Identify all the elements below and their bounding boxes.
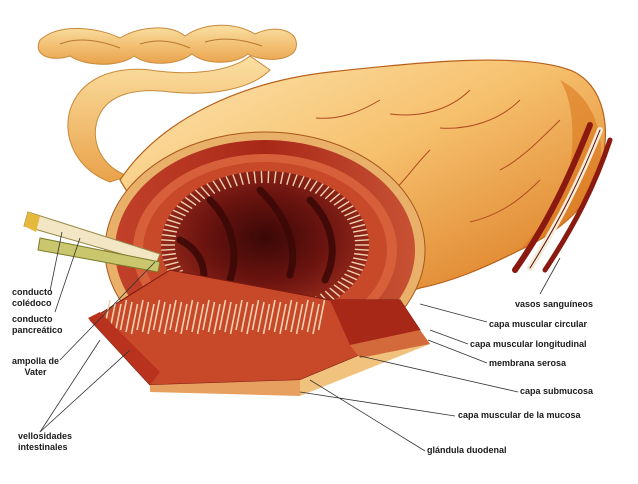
label-glandula-duodenal: glándula duodenal bbox=[427, 445, 507, 456]
label-capa-muscular-circular: capa muscular circular bbox=[489, 319, 587, 330]
label-line: vellosidades bbox=[18, 431, 72, 442]
label-conducto-pancreatico: conducto pancreático bbox=[12, 314, 63, 336]
label-vellosidades-intestinales: vellosidades intestinales bbox=[18, 431, 72, 453]
label-capa-submucosa: capa submucosa bbox=[520, 386, 593, 397]
label-line: Vater bbox=[12, 367, 59, 378]
label-line: pancreático bbox=[12, 325, 63, 336]
label-ampolla-de-vater: ampolla de Vater bbox=[12, 356, 59, 378]
label-membrana-serosa: membrana serosa bbox=[489, 358, 566, 369]
label-capa-muscular-longitudinal: capa muscular longitudinal bbox=[470, 339, 587, 350]
villus bbox=[355, 240, 369, 241]
label-vasos-sanguineos: vasos sanguíneos bbox=[515, 299, 593, 310]
label-line: conducto bbox=[12, 314, 63, 325]
label-line: conducto bbox=[12, 287, 53, 298]
villus bbox=[161, 249, 175, 250]
label-capa-muscular-de-la-mucosa: capa muscular de la mucosa bbox=[458, 410, 581, 421]
label-line: colédoco bbox=[12, 298, 53, 309]
villus bbox=[355, 249, 369, 250]
label-conducto-coledoco: conducto colédoco bbox=[12, 287, 53, 309]
label-line: intestinales bbox=[18, 442, 72, 453]
villus bbox=[161, 240, 175, 241]
label-line: ampolla de bbox=[12, 356, 59, 367]
